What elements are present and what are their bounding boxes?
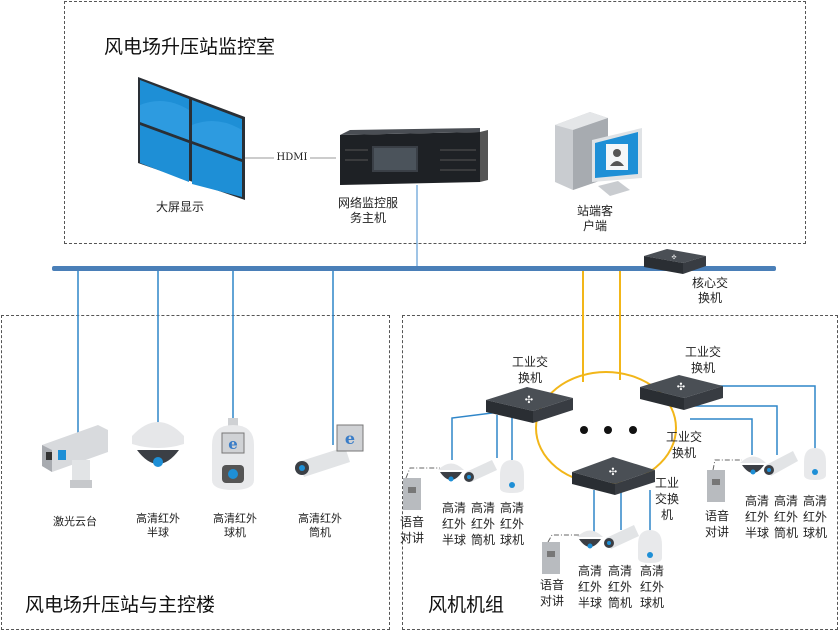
device-label: 高清红外 半球	[136, 512, 180, 539]
camera-label: 高清 红外 筒机	[470, 501, 495, 547]
video-wall-label: 大屏显示	[155, 200, 204, 214]
camera-label: 高清 红外 半球	[577, 564, 602, 610]
intercom-link	[405, 467, 440, 479]
ring-dot	[604, 426, 612, 434]
main-building-zone	[1, 315, 390, 630]
switch-label: 工业交 换机	[684, 345, 721, 375]
core-switch-icon: ✣	[644, 249, 706, 274]
speed-dome-camera-icon	[500, 460, 524, 493]
dome-camera-icon	[577, 530, 603, 549]
device-label: 高清红外 筒机	[298, 512, 342, 539]
bullet-camera-icon	[464, 460, 497, 482]
backbone-bus	[52, 266, 776, 271]
intercom-label: 语音 对讲	[539, 578, 564, 608]
switch-downlink	[700, 385, 816, 450]
switch-downlink	[451, 411, 501, 460]
speed-dome-camera-icon: e	[212, 418, 254, 490]
camera-label: 高清 红外 筒机	[607, 564, 632, 610]
svg-text:✣: ✣	[525, 395, 533, 406]
device-label: 激光云台	[53, 515, 97, 528]
switch-label: 工业交 换机	[511, 355, 548, 385]
intercom-icon	[542, 542, 560, 574]
device-label: 高清红外 球机	[213, 512, 257, 539]
speed-dome-camera-icon	[804, 448, 826, 480]
main-building-title: 风电场升压站与主控楼	[25, 594, 216, 616]
svg-text:e: e	[345, 429, 355, 448]
ring-dot	[629, 426, 637, 434]
camera-label: 高清 红外 球机	[499, 501, 524, 547]
laser-ptz-camera-icon	[42, 425, 108, 488]
speed-dome-camera-icon	[638, 530, 662, 563]
intercom-label: 语音 对讲	[704, 509, 729, 539]
camera-label: 高清 红外 半球	[441, 501, 466, 547]
industrial-switch-icon-right: ✣	[640, 375, 723, 410]
svg-text:✣: ✣	[671, 254, 676, 261]
client-label: 站端客 户端	[576, 204, 613, 233]
camera-label: 高清 红外 球机	[802, 494, 827, 540]
intercom-link	[712, 459, 742, 471]
switch-label: 工业交 换机	[665, 430, 702, 460]
dome-camera-icon	[438, 463, 464, 482]
intercom-icon	[707, 470, 725, 502]
bullet-camera-icon	[604, 525, 639, 549]
bullet-camera-icon: e	[295, 424, 364, 477]
camera-label: 高清 红外 半球	[744, 494, 769, 540]
switch-label: 工业 交换 机	[654, 476, 679, 522]
intercom-label: 语音 对讲	[399, 515, 424, 545]
svg-text:✣: ✣	[677, 382, 685, 393]
nvr-server-icon	[340, 128, 488, 185]
video-wall-icon	[138, 77, 245, 200]
bullet-camera-icon	[764, 451, 798, 476]
industrial-switch-icon-left: ✣	[486, 387, 573, 423]
camera-label: 高清 红外 球机	[639, 564, 664, 610]
control-room-title: 风电场升压站监控室	[104, 36, 276, 58]
hdmi-label: HDMI	[274, 150, 310, 166]
nvr-label: 网络监控服 务主机	[337, 196, 398, 225]
intercom-link	[547, 534, 580, 543]
core-switch-label: 核心交 换机	[691, 276, 728, 305]
client-pc-icon	[555, 112, 642, 196]
industrial-switch-icon-bottom: ✣	[572, 457, 655, 495]
switch-downlink	[690, 405, 778, 455]
svg-text:✣: ✣	[609, 467, 617, 478]
turbine-group-title: 风机机组	[428, 594, 505, 616]
control-room-zone	[64, 1, 806, 244]
switch-downlink	[690, 418, 753, 455]
intercom-icon	[403, 478, 421, 510]
camera-label: 高清 红外 筒机	[773, 494, 798, 540]
dome-camera-icon	[132, 422, 184, 467]
ring-dot	[580, 426, 588, 434]
svg-text:e: e	[228, 435, 238, 453]
dome-camera-icon	[740, 456, 766, 475]
